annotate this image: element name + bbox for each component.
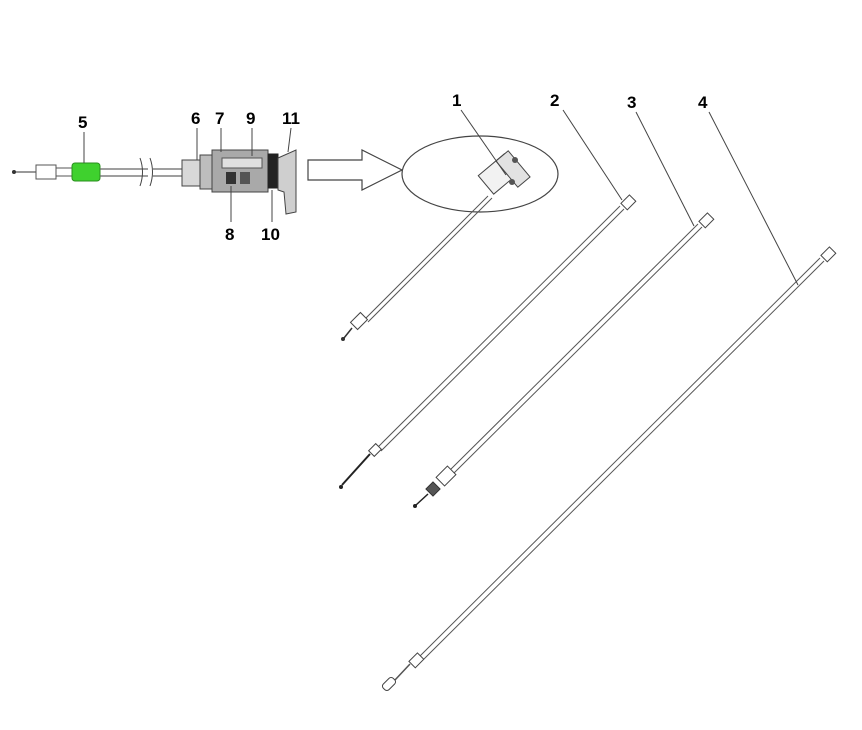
callout-1: 1: [452, 91, 461, 110]
callout-4: 4: [698, 93, 708, 112]
leader-lines-left: [83, 127, 292, 222]
cable-3: [413, 212, 715, 508]
cable-4: [381, 246, 837, 692]
callout-6: 6: [191, 109, 200, 128]
green-ferrule: [71, 162, 101, 182]
callout-8: 8: [225, 225, 234, 244]
callout-2: 2: [550, 91, 559, 110]
callout-3: 3: [627, 93, 636, 112]
callout-9: 9: [246, 109, 255, 128]
cable-2: [339, 194, 637, 489]
callout-7: 7: [215, 109, 224, 128]
leader-lines-right: [460, 109, 799, 286]
callout-10: 10: [261, 225, 280, 244]
zoom-arrow: [307, 149, 404, 191]
callout-5: 5: [78, 113, 87, 132]
detail-ellipse: [401, 135, 559, 213]
cable-assembly-closeup: [12, 149, 297, 215]
callout-11: 11: [282, 109, 300, 128]
cable-1: [341, 195, 493, 341]
